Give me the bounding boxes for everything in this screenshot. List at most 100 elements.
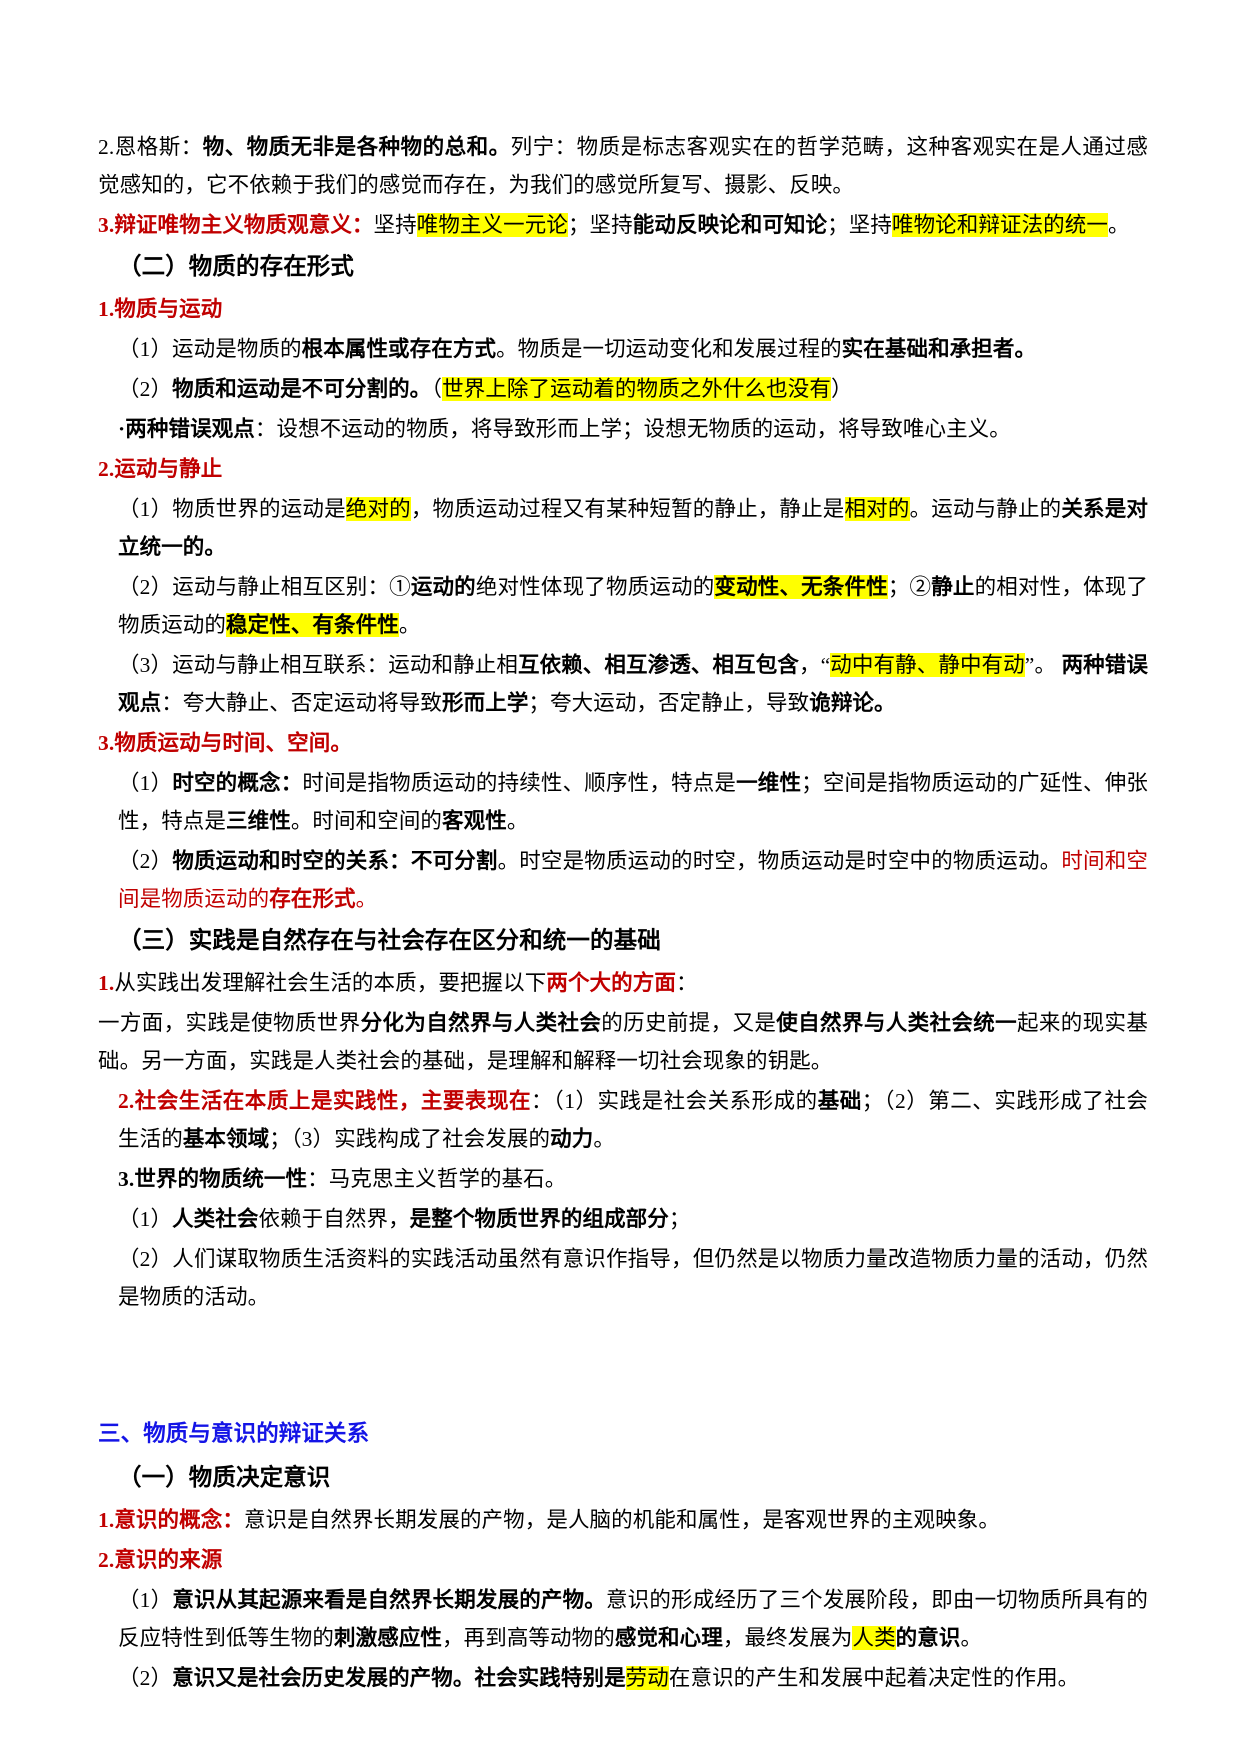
unity2-text: （2）人们谋取物质生活资料的实践活动虽然有意识作指导，但仍然是以物质力量改造物质…	[118, 1247, 1148, 1309]
consciousness-concept-red: 1.意识的概念：	[98, 1508, 244, 1532]
heading-chapter-three: 三、物质与意识的辩证关系	[98, 1421, 370, 1446]
engels-rest: 列宁：物质是标志客观实在的哲学范畴，这种客观实在是人通过感觉感知的，它不依赖于我…	[98, 135, 1149, 197]
aspects-text-3: 起来的现实基础。另一方面，实践是人类社会的基础，是理解和解释一切社会现象的钥匙。	[98, 1011, 1148, 1073]
spacetime1-text-1: （1）	[118, 771, 173, 795]
practice1-red-number: 1.	[98, 971, 115, 995]
paragraph-material-unity: 3.世界的物质统一性：马克思主义哲学的基石。	[98, 1160, 1148, 1198]
source1-text-1: （1）	[118, 1588, 173, 1612]
spacetime1-bold-4: 客观性	[442, 809, 507, 833]
rest2-text-2: 绝对性体现了物质运动的	[475, 575, 715, 599]
significance-red-heading: 3.辩证唯物主义物质观意义：	[98, 213, 374, 237]
significance-highlight-2: 唯物论和辩证法的统一	[891, 213, 1108, 237]
significance-text-4: 。	[1107, 213, 1130, 237]
significance-text-1: 坚持	[373, 213, 417, 237]
source1-text-2: 意识的形成经历了三个发展阶段，即由一切物质所具有的反应特性到低等生物的	[118, 1588, 1148, 1650]
spacetime2-text-1: （2）	[118, 849, 173, 873]
source1-bold-1: 意识从其起源来看是自然界长期发展的产物。	[172, 1588, 606, 1612]
unity1-text-1: （1）	[118, 1207, 173, 1231]
heading-section-three: （三）实践是自然存在与社会存在区分和统一的基础	[118, 928, 661, 954]
spacetime1-bold-3: 三维性	[226, 809, 291, 833]
significance-bold-1: 能动反映论和可知论	[632, 213, 828, 237]
source1-text-4: ，最终发展为	[722, 1626, 853, 1650]
aspects-text-1: 一方面，实践是使物质世界	[98, 1011, 361, 1035]
document-body: 2.恩格斯：物、物质无非是各种物的总和。列宁：物质是标志客观实在的哲学范畴，这种…	[98, 128, 1148, 1697]
subheading-consciousness-source: 2.意识的来源	[98, 1548, 223, 1572]
subheading-motion-and-rest: 2.运动与静止	[98, 457, 223, 481]
unity1-bold-1: 人类社会	[172, 1207, 259, 1231]
material-unity-bold: 3.世界的物质统一性	[118, 1167, 308, 1191]
spacetime2-red-1: 时间和空间是物质运动的	[118, 849, 1148, 911]
motion1-text-1: （1）运动是物质的	[118, 337, 302, 361]
practice1-text-2: ：	[675, 971, 698, 995]
rest2-text-1: （2）运动与静止相互区别：①	[118, 575, 411, 599]
source2-text-1: （2）	[118, 1666, 173, 1690]
practice1-red-bold: 两个大的方面	[546, 971, 676, 995]
spacetime2-red-bold: 存在形式	[269, 887, 356, 911]
paragraph-unity-1: （1）人类社会依赖于自然界，是整个物质世界的组成部分；	[98, 1200, 1148, 1238]
heading-subsection-one: （一）物质决定意识	[118, 1465, 331, 1491]
paragraph-materialist-significance: 3.辩证唯物主义物质观意义：坚持唯物主义一元论；坚持能动反映论和可知论；坚持唯物…	[98, 206, 1148, 244]
paragraph-source-1: （1）意识从其起源来看是自然界长期发展的产物。意识的形成经历了三个发展阶段，即由…	[98, 1581, 1148, 1657]
paragraph-practice-aspects: 一方面，实践是使物质世界分化为自然界与人类社会的历史前提，又是使自然界与人类社会…	[98, 1004, 1148, 1080]
paragraph-rest-3: （3）运动与静止相互联系：运动和静止相互依赖、相互渗透、相互包含，“动中有静、静…	[98, 646, 1148, 722]
source2-bold-1: 意识又是社会历史发展的产物。社会实践特别是	[172, 1666, 626, 1690]
significance-text-2: ；坚持	[567, 213, 633, 237]
source1-bold-3: 感觉和心理	[614, 1626, 723, 1650]
motion2-text-1: （2）	[118, 377, 173, 401]
source2-text-2: 在意识的产生和发展中起着决定性的作用。	[668, 1666, 1080, 1690]
rest3-bold-2: 两种错误观点	[118, 653, 1149, 715]
unity1-text-3: ；	[668, 1207, 691, 1231]
spacetime1-bold-1: 时空的概念：	[172, 771, 303, 795]
social-life-text-1: ：（1）实践是社会关系形成的	[530, 1089, 818, 1113]
social-life-text-2: ；（2）第二、实践形成了社会生活的	[118, 1089, 1148, 1151]
two-errors-bold: ·两种错误观点	[118, 417, 255, 441]
rest1-bold-1: 关系是对立统一的。	[118, 497, 1148, 559]
social-life-bold-2: 基本领域	[182, 1127, 270, 1151]
engels-label: 恩格斯：	[114, 135, 203, 159]
paragraph-unity-2: （2）人们谋取物质生活资料的实践活动虽然有意识作指导，但仍然是以物质力量改造物质…	[98, 1240, 1148, 1316]
spacetime1-text-3: ；空间是指物质运动的广延性、伸张性，特点是	[118, 771, 1148, 833]
rest3-text-2: ，“	[798, 653, 831, 677]
significance-text-3: ；坚持	[827, 213, 892, 237]
motion2-text-2: （	[431, 377, 443, 401]
rest2-text-5: 。	[398, 613, 421, 637]
consciousness-concept-text: 意识是自然界长期发展的产物，是人脑的机能和属性，是客观世界的主观映象。	[243, 1508, 1000, 1532]
spacetime2-bold-1: 物质运动和时空的关系：不可分割	[172, 849, 498, 873]
paragraph-practice-1: 1.从实践出发理解社会生活的本质，要把握以下两个大的方面：	[98, 964, 1148, 1002]
practice1-text-1: 从实践出发理解社会生活的本质，要把握以下	[114, 971, 547, 995]
paragraph-rest-1: （1）物质世界的运动是绝对的，物质运动过程又有某种短暂的静止，静止是相对的。运动…	[98, 490, 1148, 566]
rest1-text-1: （1）物质世界的运动是	[118, 497, 346, 521]
unity1-bold-2: 是整个物质世界的组成部分	[409, 1207, 669, 1231]
rest1-highlight-2: 相对的	[844, 497, 910, 521]
aspects-text-2: 的历史前提，又是	[601, 1011, 777, 1035]
social-life-text-4: 。	[593, 1127, 615, 1151]
spacetime1-text-4: 。时间和空间的	[290, 809, 443, 833]
rest2-bold-1: 运动的	[410, 575, 476, 599]
social-life-bold-3: 动力	[550, 1127, 594, 1151]
motion2-highlight: 世界上除了运动着的物质之外什么也没有	[442, 377, 831, 401]
rest3-bold-3: 形而上学	[442, 691, 529, 715]
rest2-text-3: ；②	[887, 575, 932, 599]
paragraph-rest-2: （2）运动与静止相互区别：①运动的绝对性体现了物质运动的变动性、无条件性；②静止…	[98, 568, 1148, 644]
paragraph-motion-2: （2）物质和运动是不可分割的。（世界上除了运动着的物质之外什么也没有）	[98, 370, 1148, 408]
motion2-bold-1: 物质和运动是不可分割的。	[172, 377, 432, 401]
aspects-bold-2: 使自然界与人类社会统一	[776, 1011, 1017, 1035]
motion2-text-3: ）	[830, 377, 853, 401]
motion1-bold-2: 实在基础和承担者。	[841, 337, 1037, 361]
subheading-matter-and-motion: 1.物质与运动	[98, 297, 223, 321]
source1-highlight: 人类	[852, 1626, 896, 1650]
source1-bold-4: 的意识	[895, 1626, 961, 1650]
rest3-text-4: ：夸大静止、否定运动将导致	[161, 691, 443, 715]
rest1-text-2: ，物质运动过程又有某种短暂的静止，静止是	[410, 497, 845, 521]
source1-text-3: ，再到高等动物的	[442, 1626, 615, 1650]
rest3-text-5: ；夸大运动，否定静止，导致	[528, 691, 810, 715]
rest3-highlight: 动中有静、静中有动	[830, 653, 1025, 677]
section-gap	[98, 1318, 1148, 1414]
unity1-text-2: 依赖于自然界，	[258, 1207, 410, 1231]
paragraph-spacetime-2: （2）物质运动和时空的关系：不可分割。时空是物质运动的时空，物质运动是时空中的物…	[98, 842, 1148, 918]
source2-highlight: 劳动	[625, 1666, 669, 1690]
aspects-bold-1: 分化为自然界与人类社会	[360, 1011, 602, 1035]
source1-text-5: 。	[960, 1626, 983, 1650]
rest2-highlight-2: 稳定性、有条件性	[226, 613, 399, 637]
